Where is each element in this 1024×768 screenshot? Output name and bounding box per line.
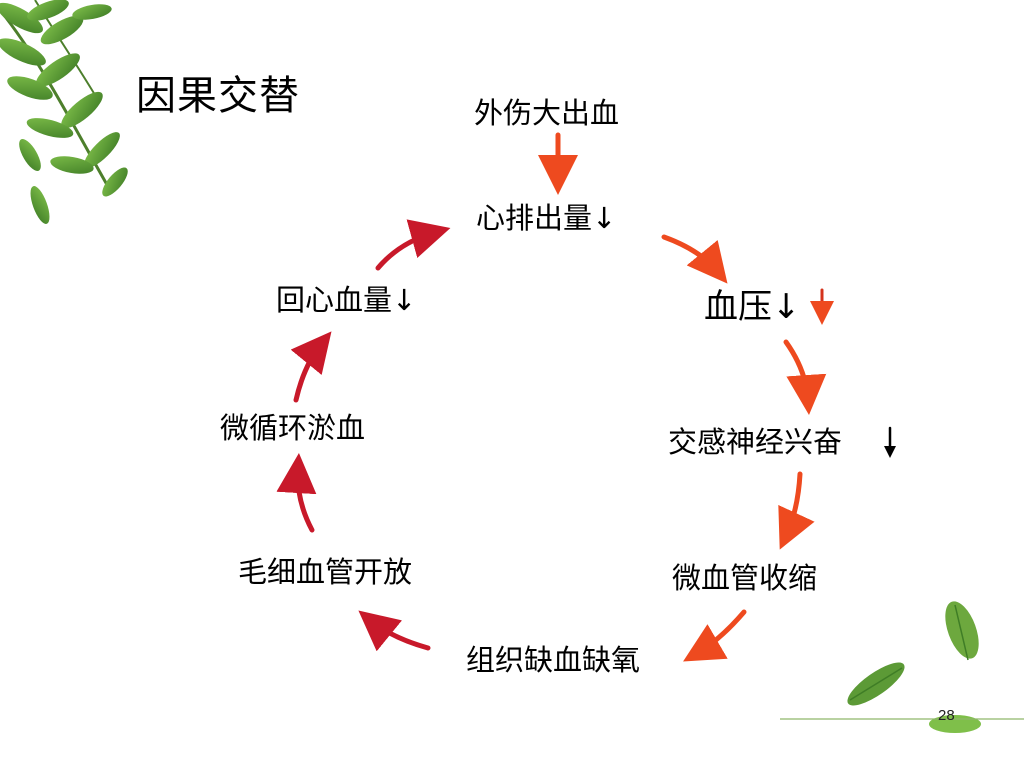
slide-title: 因果交替 (136, 73, 300, 119)
arrow-output-to-bp (661, 234, 728, 284)
node-tissue-hypoxia: 组织缺血缺氧 (466, 643, 641, 677)
node-venous-return: 回心血量↓ (276, 283, 417, 317)
arrow-sympathetic-to-microvessel (778, 471, 815, 550)
node-cardiac-output: 心排出量↓ (476, 201, 617, 235)
arrow-venous-to-output (375, 219, 451, 271)
node-capillary-open: 毛细血管开放 (238, 555, 413, 589)
arrow-stasis-to-venous (290, 331, 332, 403)
arrow-hypoxia-to-capillary (358, 610, 431, 652)
arrow-capillary-to-stasis (276, 453, 317, 533)
node-blood-pressure: 血压↓ (704, 287, 801, 327)
node-microvessel-constriction: 微血管收缩 (672, 561, 818, 595)
leaf-cluster-top-left-icon (0, 0, 128, 224)
node-top-cause: 外伤大出血 (474, 96, 620, 130)
page-number: 28 (938, 707, 955, 724)
node-sympathetic: 交感神经兴奋 (668, 425, 843, 459)
diagram-arrows (276, 132, 896, 662)
node-microcirculation-stasis: 微循环淤血 (220, 411, 366, 445)
arrow-bp-to-sympathetic (783, 339, 827, 415)
leaf-pair-bottom-right-icon (847, 601, 981, 733)
arrow-microvessel-to-hypoxia (683, 609, 747, 662)
